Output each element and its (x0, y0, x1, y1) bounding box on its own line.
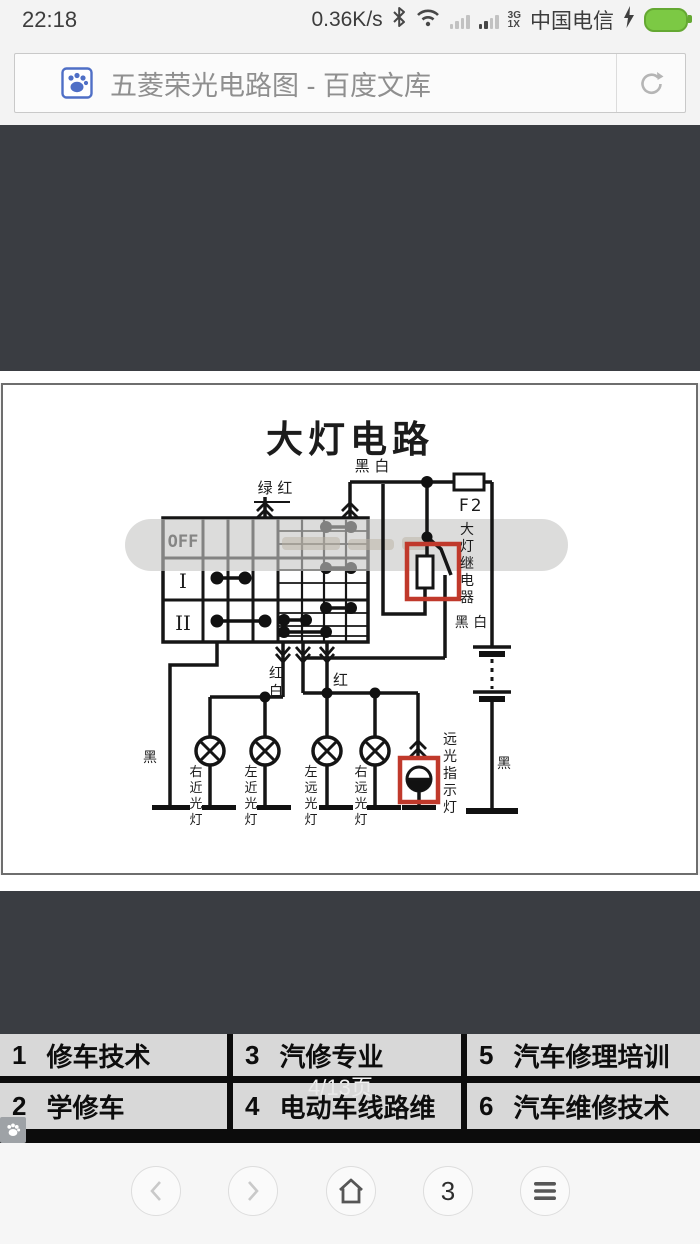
refresh-icon (641, 72, 664, 94)
home-button[interactable] (326, 1166, 376, 1216)
gap (0, 875, 700, 891)
menu-icon (534, 1182, 556, 1200)
refresh-button[interactable] (617, 70, 685, 96)
charging-bolt-icon (623, 6, 635, 34)
home-icon (339, 1178, 363, 1204)
lamp-labels: 右近光灯 左近光灯 左远光灯 右远光灯 (189, 765, 367, 828)
connector-arrows (256, 501, 427, 758)
wire-junctions (259, 476, 433, 703)
tab-count: 3 (440, 1175, 456, 1206)
wiring (168, 480, 511, 810)
related-links-section: 4/13页 1 修车技术 3 汽修专业 5 汽车修理培训 2 学修车 4 电动车… (0, 1034, 700, 1143)
bluetooth-icon (392, 6, 406, 34)
diagram-title: 大灯电路 (266, 417, 434, 461)
chevron-right-icon (248, 1181, 259, 1201)
related-link-5[interactable]: 5 汽车修理培训 (467, 1034, 700, 1076)
label-red: 红 (333, 671, 348, 689)
signal-bars-sim1-icon (449, 12, 470, 29)
label-black-white-battery: 黑 白 (455, 615, 487, 631)
battery-symbol (466, 651, 518, 814)
svg-text:II: II (175, 611, 191, 635)
label-black-left: 黑 (143, 750, 157, 766)
page-background-top (0, 125, 700, 371)
relay-label: 大灯继电器 (460, 522, 474, 606)
headlight-relay: 大灯继电器 (404, 522, 474, 606)
page-title: 五菱荣光电路图 - 百度文库 (110, 70, 431, 101)
related-link-2[interactable]: 2 学修车 (0, 1083, 227, 1129)
label-green-red: 绿 红 (258, 479, 293, 497)
related-link-3[interactable]: 3 汽修专业 (233, 1034, 461, 1076)
back-button[interactable] (131, 1166, 181, 1216)
status-bar: 22:18 0.36K/s 3G 1X 中国电信 (0, 0, 700, 40)
network-speed: 0.36K/s (311, 8, 383, 31)
relay-coil (415, 554, 435, 590)
signal-bars-sim2-icon (478, 12, 499, 29)
headlamp-symbols (152, 735, 436, 810)
relay-highlight-box (404, 541, 462, 602)
indicator-label: 远光指示灯 (443, 732, 457, 816)
lamp-label-right-high: 右远光灯 (354, 765, 367, 828)
svg-text:I: I (179, 569, 187, 593)
fuse-f2: F2 (452, 472, 486, 516)
wire-labels: 绿 红 黑 白 黑 白 红白 红 黑 黑 远光指示灯 (143, 457, 511, 816)
baidu-watermark-icon (0, 1117, 26, 1143)
divider (616, 54, 617, 112)
related-link-4[interactable]: 4 电动车线路维 (233, 1083, 461, 1129)
headlight-circuit-diagram: 大灯电路 OFF I II (125, 417, 568, 828)
lamp-label-left-low: 左近光灯 (244, 765, 257, 828)
fuse-label: F2 (459, 496, 484, 516)
related-link-6[interactable]: 6 汽车维修技术 (467, 1083, 700, 1129)
label-black-battery: 黑 (497, 756, 511, 772)
chevron-left-icon (150, 1181, 161, 1201)
tabs-button[interactable]: 3 (423, 1166, 473, 1216)
clock: 22:18 (22, 7, 78, 32)
indicator-highlight-box (397, 755, 441, 805)
label-black-white-top: 黑 白 (355, 457, 390, 475)
forward-button[interactable] (228, 1166, 278, 1216)
watermark-band (125, 519, 568, 571)
gap (0, 371, 700, 383)
address-bar[interactable]: 五菱荣光电路图 - 百度文库 (14, 53, 686, 113)
wifi-icon (415, 7, 441, 33)
high-beam-indicator (397, 755, 441, 805)
carrier-name: 中国电信 (530, 10, 614, 33)
address-bar-section: 五菱荣光电路图 - 百度文库 (0, 40, 700, 125)
related-link-1[interactable]: 1 修车技术 (0, 1034, 227, 1076)
battery-icon (644, 8, 692, 32)
lamp-label-right-low: 右近光灯 (189, 765, 202, 828)
lamp-label-left-high: 左远光灯 (304, 765, 317, 828)
browser-nav-bar: 3 (0, 1143, 700, 1244)
label-red-white: 红白 (269, 666, 283, 700)
network-type-badge: 3G 1X (507, 10, 521, 30)
baidu-paw-icon (61, 67, 93, 99)
page-background-bottom (0, 891, 700, 1034)
menu-button[interactable] (520, 1166, 570, 1216)
